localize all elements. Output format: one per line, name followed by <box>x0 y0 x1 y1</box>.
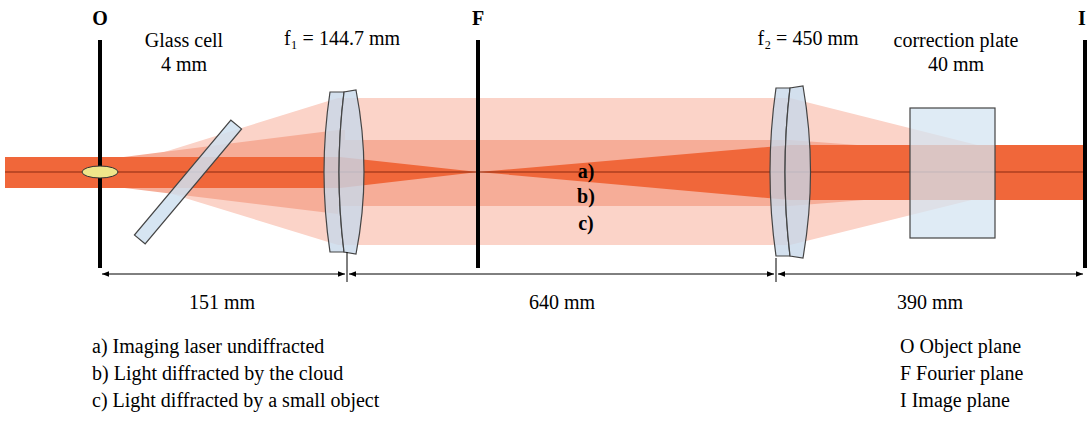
object-plane <box>98 40 102 268</box>
beam-note: b) Light diffracted by the cloud <box>92 361 343 385</box>
part-name: Glass cell 4 mm <box>140 28 228 76</box>
cloud-beam <box>338 140 790 206</box>
focal-length: f₁ = 144.7 mm <box>284 26 400 50</box>
dimension: 640 mm <box>529 290 595 314</box>
correction-plate <box>910 108 995 238</box>
atom-cloud <box>82 166 118 178</box>
plane-note: I Image plane <box>900 388 1010 412</box>
plane-letter: F <box>472 6 484 30</box>
plane-letter: I <box>1078 6 1086 30</box>
plane-note: O Object plane <box>900 334 1021 358</box>
beam-callout: c) <box>578 211 594 235</box>
image-plane <box>1083 40 1087 268</box>
beam-note: a) Imaging laser undiffracted <box>92 334 324 358</box>
lens-element <box>339 90 364 254</box>
plane-letter: O <box>92 6 108 30</box>
fourier-plane <box>476 40 480 268</box>
extension-line <box>347 252 348 282</box>
glass-cell <box>134 120 241 244</box>
lens-element <box>785 86 811 258</box>
part-name: correction plate 40 mm <box>886 28 1026 76</box>
dimension: 151 mm <box>189 290 255 314</box>
dimension-line <box>778 274 1083 275</box>
dimension: 390 mm <box>897 290 963 314</box>
dimension-line <box>102 274 345 275</box>
beam-note: c) Light diffracted by a small object <box>92 388 379 412</box>
beam-callout: a) <box>578 159 595 183</box>
extension-line <box>776 258 777 282</box>
focal-length: f₂ = 450 mm <box>757 26 858 50</box>
plane-note: F Fourier plane <box>900 361 1023 385</box>
beam-callout: b) <box>577 184 595 208</box>
dimension-line <box>349 274 774 275</box>
